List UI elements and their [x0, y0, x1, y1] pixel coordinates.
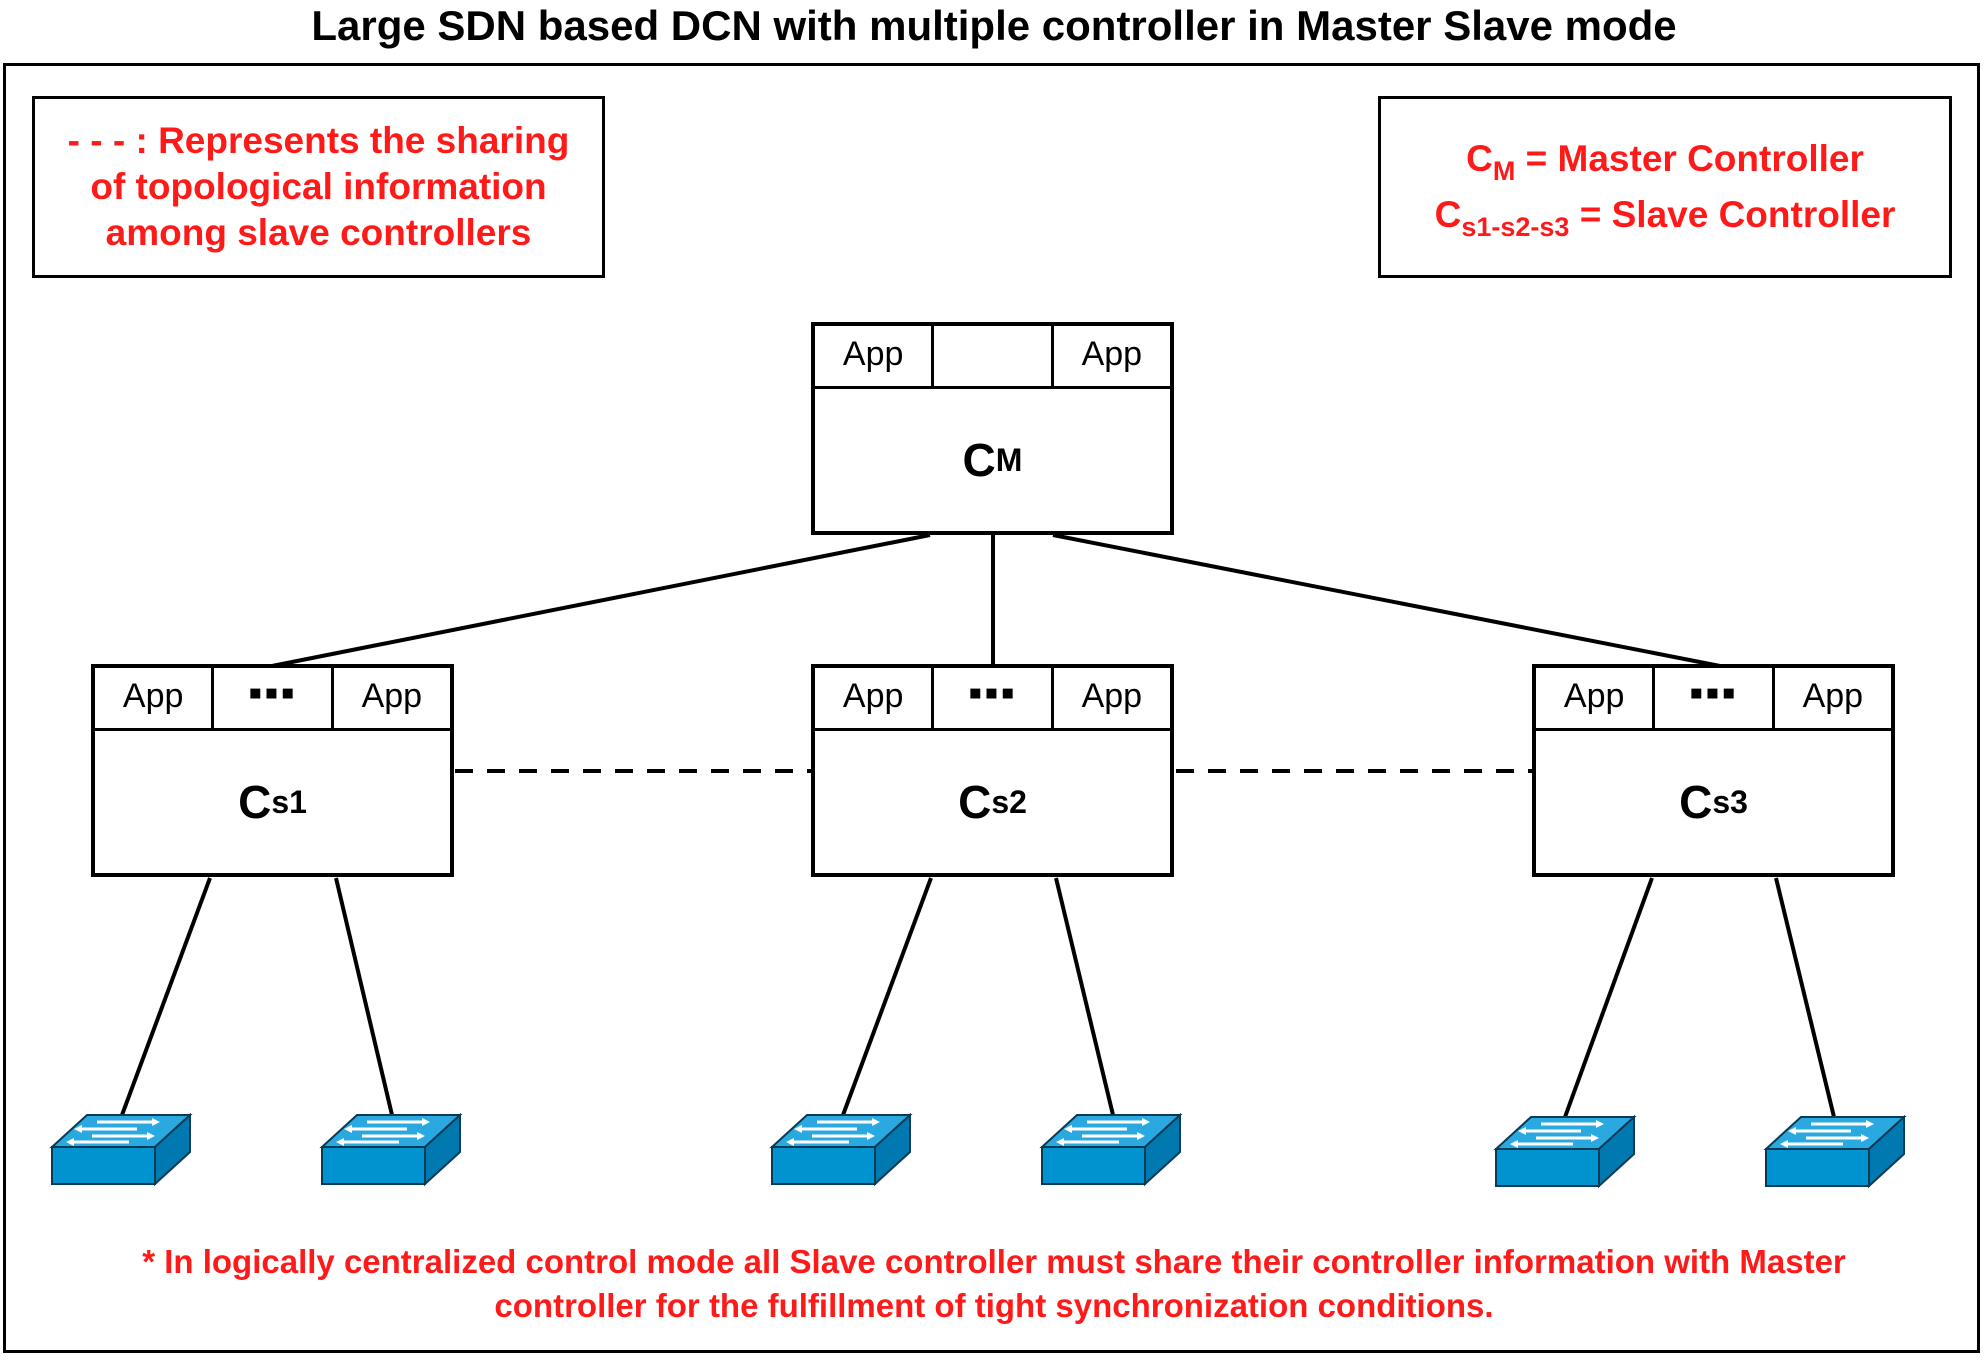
app-bar: App ▪▪▪ App — [1536, 668, 1891, 731]
app-cell-ellipsis: ▪▪▪ — [211, 668, 330, 728]
legend-slave-text: = Slave Controller — [1569, 194, 1896, 235]
link-s2-switch1 — [841, 877, 933, 1116]
app-bar: App ▪▪▪ App — [95, 668, 450, 731]
app-bar: App ▪▪▪ App — [815, 668, 1170, 731]
controller-symbol: C — [1679, 776, 1713, 828]
switch-icon — [319, 1112, 463, 1187]
switch-icon — [1039, 1112, 1183, 1187]
app-cell: App — [842, 335, 904, 373]
legend-slave-sub: s1-s2-s3 — [1461, 212, 1570, 242]
switch-icon — [49, 1112, 193, 1187]
switch-icon — [1763, 1114, 1907, 1189]
app-cell: App — [1563, 677, 1625, 715]
switch-icon — [1493, 1114, 1637, 1189]
app-cell-ellipsis: ▪▪▪ — [1652, 668, 1771, 728]
footnote: * In logically centralized control mode … — [20, 1240, 1968, 1328]
legend-sharing-line: among slave controllers — [105, 212, 532, 253]
switch-icon — [769, 1112, 913, 1187]
app-cell: App — [122, 677, 184, 715]
link-master-slave1 — [271, 533, 931, 668]
diagram-title: Large SDN based DCN with multiple contro… — [311, 2, 1677, 49]
legend-sharing-line: of topological information — [90, 166, 547, 207]
controller-symbol: C — [958, 776, 992, 828]
legend-master-text: = Master Controller — [1515, 138, 1864, 179]
link-s1-switch2 — [334, 877, 394, 1116]
legend-slave-symbol: C — [1434, 194, 1462, 235]
app-cell: App — [1050, 326, 1170, 386]
app-cell-middle — [931, 326, 1050, 386]
app-bar: App App — [815, 326, 1170, 389]
controller-symbol: C — [238, 776, 272, 828]
link-master-slave3 — [1052, 533, 1721, 668]
app-cell: App — [1050, 668, 1170, 728]
link-s3-switch2 — [1774, 877, 1836, 1118]
app-cell-ellipsis: ▪▪▪ — [931, 668, 1050, 728]
link-s3-switch1 — [1563, 877, 1654, 1118]
link-s1-switch1 — [120, 877, 212, 1116]
app-cell: App — [330, 668, 450, 728]
legend-master-sub: M — [1492, 156, 1516, 186]
legend-slave-entry: Cs1-s2-s3 = Slave Controller — [1381, 187, 1949, 243]
footnote-line: controller for the fulfillment of tight … — [494, 1287, 1494, 1324]
diagram-frame — [3, 63, 1980, 1353]
app-cell: App — [1771, 668, 1891, 728]
legend-master-symbol: C — [1466, 138, 1493, 179]
link-s2-switch2 — [1054, 877, 1115, 1116]
legend-sharing-line: - - - : Represents the sharing — [67, 120, 570, 161]
legend-master-entry: CM = Master Controller — [1381, 131, 1949, 187]
footnote-line: * In logically centralized control mode … — [142, 1243, 1846, 1280]
legend-sharing: - - - : Represents the sharing of topolo… — [32, 96, 605, 278]
controller-symbol: C — [962, 434, 996, 486]
app-cell: App — [842, 677, 904, 715]
legend-controllers: CM = Master Controller Cs1-s2-s3 = Slave… — [1378, 96, 1952, 278]
